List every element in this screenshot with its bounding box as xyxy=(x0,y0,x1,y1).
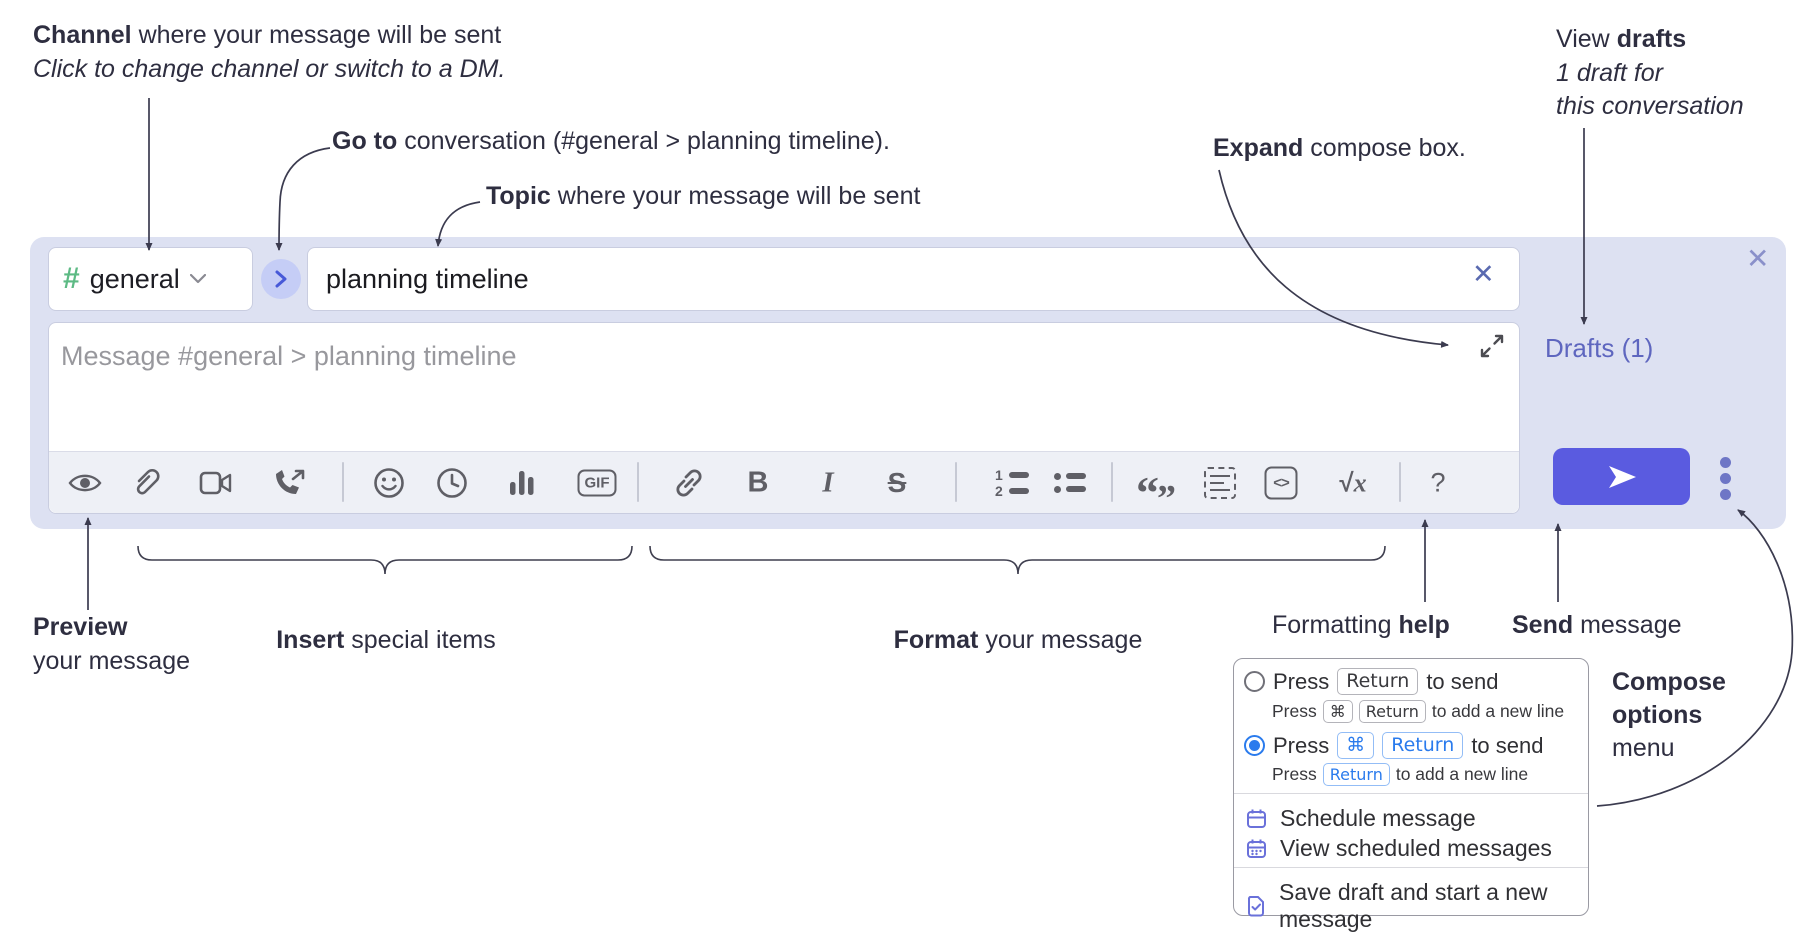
compose-options-menu: Press Return to send Press ⌘ Return to a… xyxy=(1233,658,1589,932)
send-icon xyxy=(1608,465,1636,488)
code-icon[interactable]: <> xyxy=(1264,466,1298,499)
annotation-preview: Preview xyxy=(33,613,128,641)
annotation-topic: Topic where your message will be sent xyxy=(486,182,921,210)
channel-name: general xyxy=(89,263,180,294)
expand-compose-icon[interactable] xyxy=(1479,333,1505,359)
annotation-channel-line2: Click to change channel or switch to a D… xyxy=(33,55,506,83)
menu-option-cmd-enter-sends-sub: Press Return to add a new line xyxy=(1272,763,1529,786)
add-gif-icon[interactable]: GIF xyxy=(577,469,617,496)
annotation-insert: Insert special items xyxy=(276,626,496,654)
chevron-down-icon xyxy=(189,274,206,284)
kbd-cmd: ⌘ xyxy=(1337,732,1375,759)
bulleted-list-icon[interactable] xyxy=(1054,472,1086,493)
kbd-return: Return xyxy=(1322,763,1390,786)
radio-selected-icon[interactable] xyxy=(1244,735,1265,756)
menu-item-schedule-message[interactable]: Schedule message xyxy=(1246,805,1476,832)
arrow-goto xyxy=(275,147,331,251)
kbd-return: Return xyxy=(1337,668,1419,695)
save-draft-icon xyxy=(1247,896,1264,917)
toolbar-divider xyxy=(637,462,639,502)
annotation-view-drafts-line2: 1 draft for xyxy=(1556,59,1663,87)
message-textarea[interactable]: Message #general > planning timeline xyxy=(48,322,1520,518)
menu-divider xyxy=(1234,867,1588,868)
annotation-expand: Expand compose box. xyxy=(1213,134,1466,162)
attach-paperclip-icon[interactable] xyxy=(131,467,161,499)
menu-item-save-draft[interactable]: Save draft and start a new message xyxy=(1246,879,1588,933)
message-formatting-help-icon[interactable]: ? xyxy=(1430,467,1446,497)
add-emoji-icon[interactable] xyxy=(373,467,405,499)
compose-box: # general planning timeline ✕ ✕ Message … xyxy=(30,237,1786,529)
send-button[interactable] xyxy=(1553,448,1690,505)
channel-selector[interactable]: # general xyxy=(48,247,253,311)
annotation-preview-line2: your message xyxy=(33,647,191,675)
clear-topic-icon[interactable]: ✕ xyxy=(1472,259,1495,289)
go-to-conversation-button[interactable] xyxy=(261,259,301,299)
strikethrough-icon[interactable]: S xyxy=(887,466,907,498)
annotation-format: Format your message xyxy=(893,626,1143,654)
toolbar-divider xyxy=(955,462,957,502)
preview-eye-icon[interactable] xyxy=(68,471,102,495)
menu-option-cmd-enter-sends[interactable]: Press ⌘ Return to send xyxy=(1244,732,1543,759)
menu-option-enter-sends[interactable]: Press Return to send xyxy=(1244,668,1498,695)
chevron-right-icon xyxy=(275,270,287,288)
menu-divider xyxy=(1234,793,1588,794)
topic-input[interactable]: planning timeline xyxy=(307,247,1520,311)
menu-item-view-scheduled[interactable]: View scheduled messages xyxy=(1246,835,1552,862)
close-compose-icon[interactable]: ✕ xyxy=(1746,243,1770,274)
add-global-time-icon[interactable] xyxy=(436,467,468,499)
start-voice-call-icon[interactable] xyxy=(273,468,305,498)
annotation-compose-options: Compose options menu xyxy=(1612,668,1726,762)
compose-toolbar: GIF B I S 1 2 xyxy=(49,451,1519,518)
kbd-return: Return xyxy=(1382,732,1464,759)
annotation-view-drafts-line3: this conversation xyxy=(1556,92,1744,120)
italic-icon[interactable]: I xyxy=(822,466,834,498)
toolbar-divider xyxy=(1399,462,1401,502)
annotation-view-drafts: View drafts xyxy=(1556,25,1687,53)
math-icon[interactable]: √x xyxy=(1339,467,1367,497)
start-video-call-icon[interactable] xyxy=(199,470,233,496)
toolbar-divider xyxy=(1111,462,1113,502)
toolbar-divider xyxy=(342,462,344,502)
kbd-cmd: ⌘ xyxy=(1322,700,1353,723)
kbd-return: Return xyxy=(1358,700,1426,723)
message-placeholder: Message #general > planning timeline xyxy=(61,341,517,371)
calendar-icon xyxy=(1247,809,1266,828)
link-icon[interactable] xyxy=(673,467,705,499)
bold-icon[interactable]: B xyxy=(747,466,769,498)
annotation-channel: Channel where your message will be sent xyxy=(33,21,502,49)
calendar-dots-icon xyxy=(1247,839,1266,858)
add-poll-icon[interactable] xyxy=(508,468,536,498)
spoiler-icon[interactable] xyxy=(1204,466,1236,499)
brace-format xyxy=(649,545,1386,575)
drafts-link[interactable]: Drafts (1) xyxy=(1545,333,1654,363)
brace-insert xyxy=(137,545,633,575)
annotation-formatting-help: Formatting help xyxy=(1272,611,1450,639)
topic-value: planning timeline xyxy=(326,263,529,294)
menu-option-enter-sends-sub: Press ⌘ Return to add a new line xyxy=(1272,700,1565,723)
radio-unselected-icon[interactable] xyxy=(1244,671,1265,692)
annotation-goto: Go to conversation (#general > planning … xyxy=(332,127,890,155)
compose-options-menu-button[interactable] xyxy=(1720,457,1731,500)
channel-hash-icon: # xyxy=(63,262,80,295)
annotation-send: Send message xyxy=(1512,611,1682,639)
numbered-list-icon[interactable]: 1 2 xyxy=(995,468,1029,498)
